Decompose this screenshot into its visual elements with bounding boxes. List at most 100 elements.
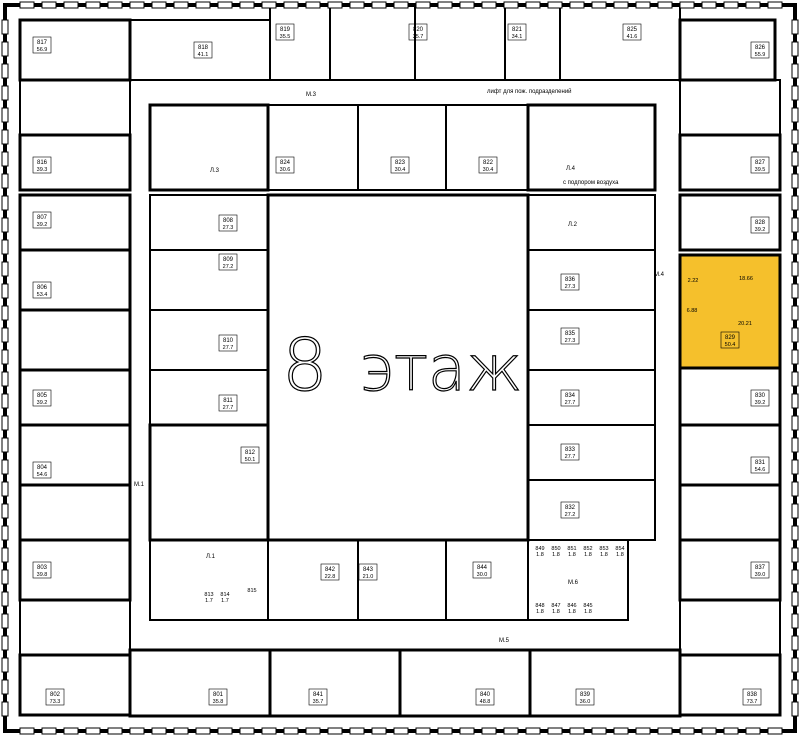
apartment-number: 836 bbox=[565, 277, 576, 283]
apartment-tag bbox=[560, 501, 580, 519]
apartment-number: 805 bbox=[37, 393, 48, 399]
apartment-area: 35.5 bbox=[280, 34, 291, 40]
stair-l1: Л.1 bbox=[206, 554, 216, 560]
apartment-number: 831 bbox=[755, 460, 766, 466]
apartment-number: 809 bbox=[223, 257, 234, 263]
corridor-m5: М.5 bbox=[499, 638, 510, 644]
highlighted-apartment-829[interactable] bbox=[680, 256, 780, 368]
stair-lift-labels: лифт для пож. подразделений с подпором в… bbox=[134, 88, 665, 644]
apartment-area: 27.7 bbox=[223, 345, 234, 351]
apartment-number: 816 bbox=[37, 160, 48, 166]
apartment-number: 835 bbox=[565, 331, 576, 337]
apartment-tag bbox=[275, 23, 295, 41]
apartment-area: 41.6 bbox=[627, 34, 638, 40]
apartment-number: 804 bbox=[37, 465, 48, 471]
apartment-area: 39.2 bbox=[37, 400, 48, 406]
air-pressure-label: с подпором воздуха bbox=[563, 180, 619, 186]
apartment-number: 830 bbox=[755, 393, 766, 399]
apartment-number: 807 bbox=[37, 215, 48, 221]
apartment-area: 39.3 bbox=[37, 167, 48, 173]
apartment-area: 39.8 bbox=[37, 572, 48, 578]
apartment-tag bbox=[32, 36, 52, 54]
apartment-number: 818 bbox=[198, 45, 209, 51]
apartment-area: 41.1 bbox=[198, 52, 209, 58]
apartment-area: 50.4 bbox=[725, 342, 736, 348]
storage-area: 1.8 bbox=[536, 552, 544, 558]
apartment-tag bbox=[32, 461, 52, 479]
apartment-area: 54.6 bbox=[755, 467, 766, 473]
apartment-area: 27.2 bbox=[565, 512, 576, 518]
storage-number: 847 bbox=[551, 603, 560, 609]
apartment-area: 39.0 bbox=[755, 572, 766, 578]
apartment-tag bbox=[750, 561, 770, 579]
storage-815[interactable]: 815 bbox=[247, 588, 256, 594]
apartment-number: 820 bbox=[413, 27, 424, 33]
apartment-tag bbox=[507, 23, 527, 41]
apartment-tag bbox=[32, 561, 52, 579]
apartment-number: 841 bbox=[313, 692, 324, 698]
apartment-number: 819 bbox=[280, 27, 291, 33]
apartment-tag bbox=[275, 156, 295, 174]
storage-area: 1.7 bbox=[205, 598, 213, 604]
apartment-number: 812 bbox=[245, 450, 256, 456]
fire-lift-label: лифт для пож. подразделений bbox=[487, 88, 572, 95]
apartment-number: 806 bbox=[37, 285, 48, 291]
